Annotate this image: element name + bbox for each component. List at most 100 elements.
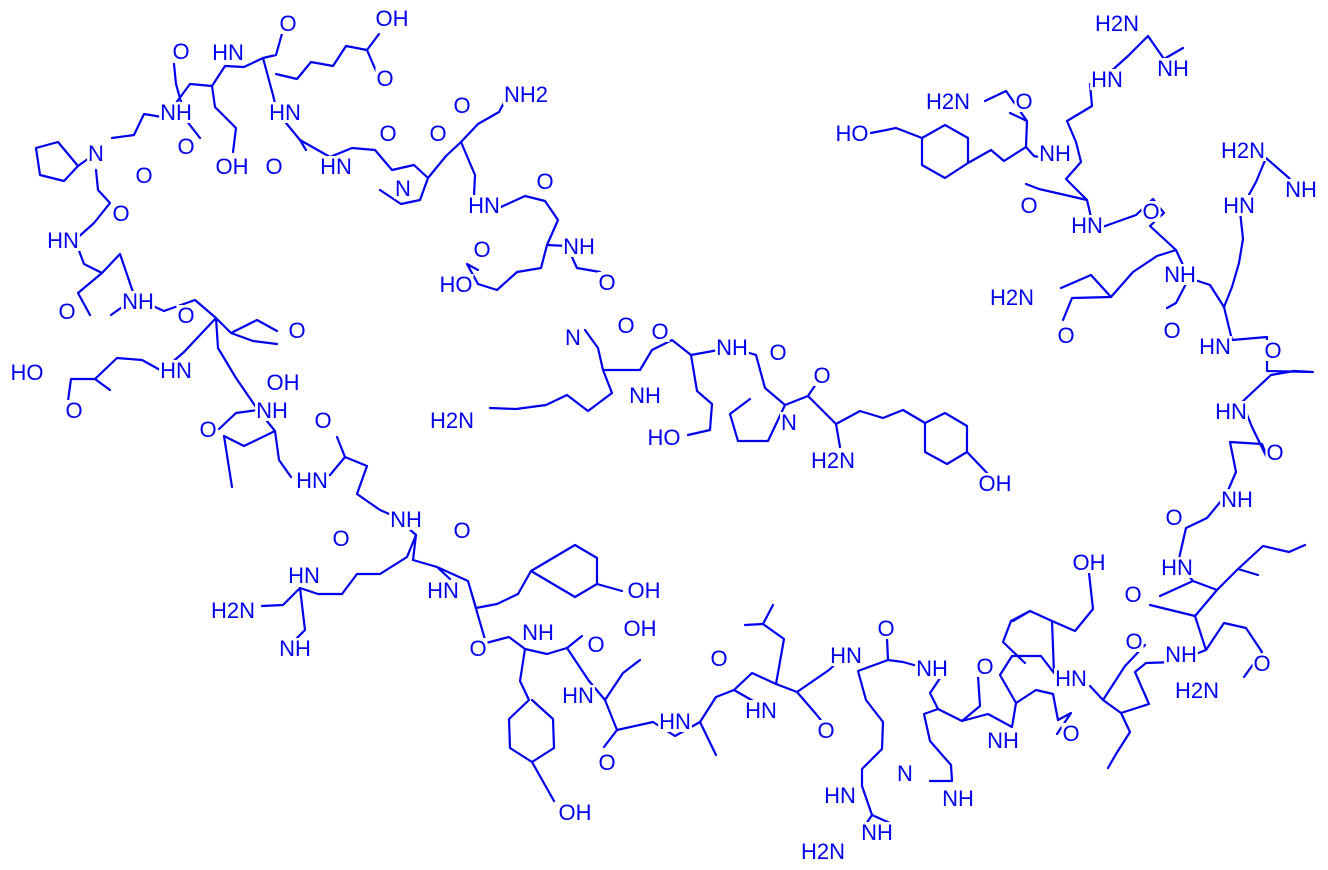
atom-label-backdrop — [799, 841, 847, 862]
atom-label-backdrop — [468, 638, 488, 659]
atom-label-backdrop — [860, 822, 894, 843]
atom-label-o-asp2-acid: O — [473, 237, 490, 262]
atom-label-o-arg4b: O — [1163, 318, 1180, 343]
atom-label-backdrop — [1214, 401, 1248, 422]
atom-label-backdrop — [1162, 320, 1182, 341]
atom-label-hn-arg1-g: HN — [288, 563, 320, 588]
atom-label-o-glu1-c: O — [279, 11, 296, 36]
atom-label-o-ala5: O — [1165, 505, 1182, 530]
atom-label-nh-leu2: HN — [745, 698, 777, 723]
atom-label-backdrop — [1061, 723, 1081, 744]
atom-label-backdrop — [389, 509, 423, 530]
atom-label-backdrop — [1284, 179, 1318, 200]
atom-label-backdrop — [426, 580, 460, 601]
atom-label-hn-arg3-g: HN — [1091, 67, 1123, 92]
atom-label-backdrop — [255, 400, 289, 421]
atom-label-backdrop — [313, 410, 333, 431]
atom-label-n-pro1: N — [88, 141, 104, 166]
atom-label-o-asn1: O — [453, 93, 470, 118]
atom-label-o-leu3: O — [1124, 582, 1141, 607]
atom-label-o-asn-c: O — [429, 121, 446, 146]
atom-label-nh-gly2: HN — [320, 154, 352, 179]
atom-label-oh-glu2: HO — [11, 360, 44, 385]
atom-label-backdrop — [715, 337, 749, 358]
atom-label-backdrop — [1198, 336, 1232, 357]
atom-label-backdrop — [561, 685, 595, 706]
atom-label-backdrop — [428, 410, 476, 431]
atom-label-o-glu1-acid: O — [376, 66, 393, 91]
atom-label-h2n-gln: H2N — [990, 285, 1034, 310]
atom-label-o-asn3: O — [1253, 651, 1270, 676]
atom-label-backdrop — [709, 648, 729, 669]
atom-label-ho-tyr5: HO — [836, 121, 869, 146]
atom-label-nh-leu1: NH — [256, 398, 288, 423]
atom-label-o-glu2-c: O — [177, 303, 194, 328]
atom-label-backdrop — [268, 102, 302, 123]
atom-label-h2n-arg2: H2N — [801, 839, 845, 864]
atom-label-backdrop — [628, 385, 662, 406]
atom-label-backdrop — [378, 123, 398, 144]
atom-label-o-asp-acid-c: O — [177, 134, 194, 159]
atom-label-backdrop — [1263, 340, 1283, 361]
atom-label-o-ala4: O — [710, 646, 727, 671]
atom-label-oh-tyr4: OH — [1073, 550, 1106, 575]
atom-label-backdrop — [502, 84, 550, 105]
atom-label-backdrop — [1093, 13, 1141, 34]
atom-label-backdrop — [1252, 653, 1272, 674]
atom-label-backdrop — [438, 274, 474, 295]
atom-label-backdrop — [319, 156, 353, 177]
atom-label-backdrop — [834, 123, 870, 144]
atom-label-o-tyr5: O — [1015, 89, 1032, 114]
atom-label-o-ile: O — [1125, 629, 1142, 654]
atom-label-oh-tyr3: OH — [559, 800, 592, 825]
atom-label-o-arg1: O — [453, 518, 470, 543]
atom-label-backdrop — [278, 13, 298, 34]
atom-label-o-ala1: O — [135, 163, 152, 188]
atom-label-nh-ala1: NH — [160, 100, 192, 125]
atom-label-o-asp-c: O — [172, 39, 189, 64]
atom-label-backdrop — [597, 752, 617, 773]
atom-label-nh-arg2: HN — [830, 643, 862, 668]
atom-label-backdrop — [374, 8, 410, 29]
atom-label-oh-tyr1: OH — [979, 471, 1012, 496]
atom-label-backdrop — [616, 315, 636, 336]
atom-label-nh-pro3: NH — [563, 234, 595, 259]
atom-label-h2n-tyr1: H2N — [811, 448, 855, 473]
atom-label-backdrop — [452, 520, 472, 541]
atom-label-h2n-asn3: H2N — [1175, 678, 1219, 703]
atom-label-nh-arg1-g: NH — [279, 636, 311, 661]
atom-label-nh-ser: NH — [716, 335, 748, 360]
atom-label-backdrop — [1156, 58, 1190, 79]
atom-label-backdrop — [744, 700, 778, 721]
atom-label-backdrop — [467, 195, 501, 216]
atom-label-backdrop — [768, 342, 788, 363]
atom-label-o-lys: O — [651, 319, 668, 344]
atom-label-nh-glu1: HN — [212, 40, 244, 65]
atom-label-backdrop — [658, 711, 692, 732]
atom-label-h2n-arg1: H2N — [211, 598, 255, 623]
atom-label-backdrop — [46, 230, 80, 251]
atom-label-backdrop — [1265, 442, 1285, 463]
atom-label-nh-his-ring: NH — [942, 786, 974, 811]
atom-label-backdrop — [1163, 264, 1197, 285]
atom-label-o-pro3: O — [598, 270, 615, 295]
atom-label-nh-arg1: NH — [390, 507, 422, 532]
atom-label-backdrop — [264, 156, 284, 177]
bond-lines — [34, 28, 1315, 832]
atom-label-o-his: O — [976, 654, 993, 679]
atom-label-backdrop — [64, 400, 84, 421]
atom-label-n-pro2: N — [395, 176, 411, 201]
atom-label-backdrop — [823, 785, 857, 806]
atom-label-backdrop — [876, 618, 896, 639]
atom-label-nh-asn3: NH — [1165, 642, 1197, 667]
atom-label-nh-asp3: HN — [160, 358, 192, 383]
atom-label-n-pro3: N — [565, 325, 581, 350]
atom-label-h2n-arg3: H2N — [1095, 11, 1139, 36]
atom-label-hn-leu3: HN — [1161, 555, 1193, 580]
atom-label-n-his: N — [897, 761, 913, 786]
atom-label-o-pro3b: O — [617, 313, 634, 338]
atom-label-oh-asp3: OH — [267, 370, 300, 395]
atom-label-backdrop — [287, 565, 321, 586]
atom-label-backdrop — [57, 301, 77, 322]
